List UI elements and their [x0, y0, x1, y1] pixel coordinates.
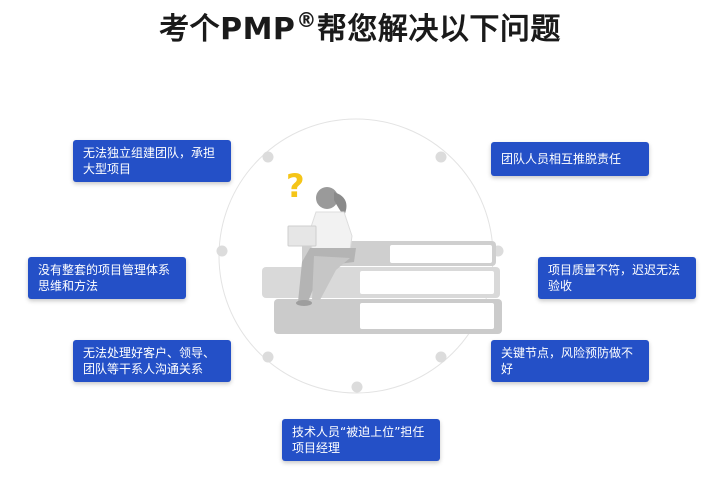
orbit-dot	[216, 245, 228, 257]
reading-person	[287, 187, 356, 306]
problem-box: 项目质量不符，迟迟无法验收	[538, 257, 696, 299]
orbit-dot	[262, 151, 274, 163]
page-title: 考个PMP®帮您解决以下问题	[0, 4, 720, 48]
title-main: 考个PMP	[159, 12, 296, 47]
problem-box: 团队人员相互推脱责任	[491, 142, 649, 176]
orbit-dots	[216, 151, 504, 393]
orbit-dot	[435, 351, 447, 363]
problem-box: 技术人员“被迫上位”担任项目经理	[282, 419, 440, 461]
problem-box: 关键节点，风险预防做不好	[491, 340, 649, 382]
problem-box: 没有整套的项目管理体系思维和方法	[28, 257, 186, 299]
problem-box: 无法独立组建团队，承担大型项目	[73, 140, 231, 182]
orbit-dot	[351, 381, 363, 393]
orbit-dot	[435, 151, 447, 163]
problem-box: 无法处理好客户、领导、团队等干系人沟通关系	[73, 340, 231, 382]
title-suffix: 帮您解决以下问题	[316, 12, 561, 47]
registered-mark: ®	[296, 8, 317, 32]
question-mark-icon: ?	[286, 167, 305, 205]
books-stack	[262, 241, 502, 334]
orbit-dot	[262, 351, 274, 363]
